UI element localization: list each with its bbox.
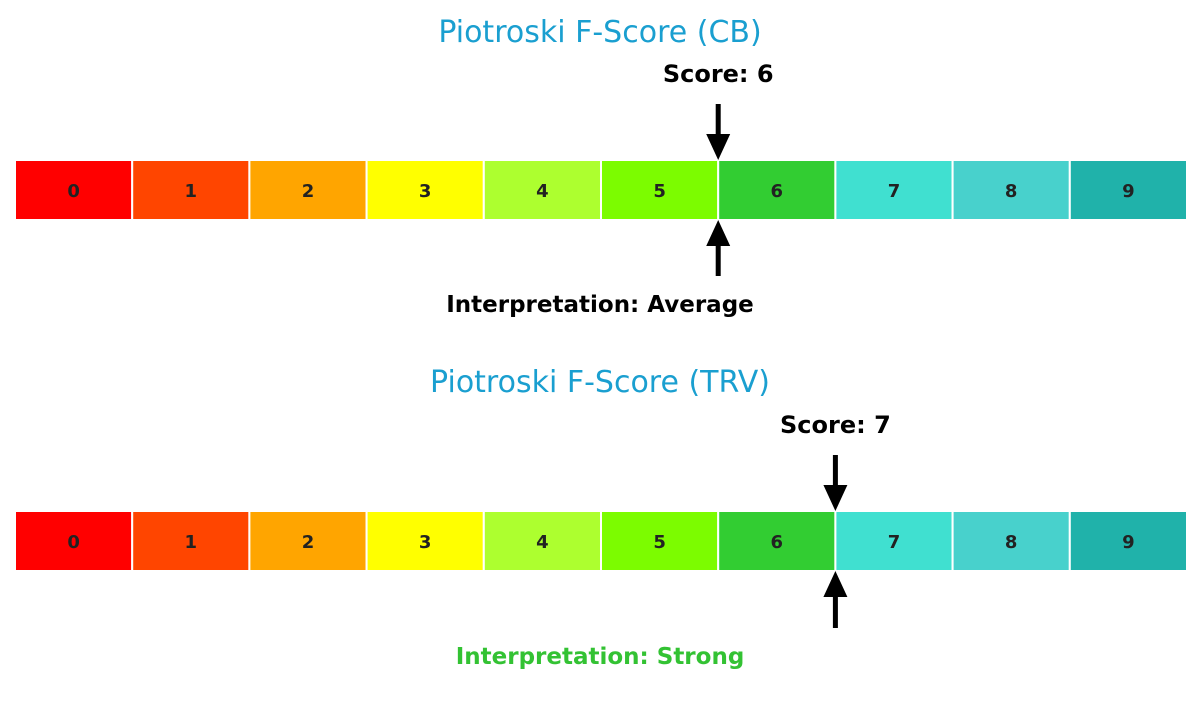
score-arrow-down-icon (823, 455, 848, 511)
score-arrow-up-icon (706, 220, 731, 276)
gauge-title: Piotroski F-Score (TRV) (430, 365, 770, 400)
segment-label: 9 (1122, 181, 1135, 202)
segment-label: 8 (1005, 181, 1018, 202)
segment-label: 2 (302, 532, 315, 553)
segment-label: 5 (653, 532, 666, 553)
gauge-segment-4 (482, 510, 602, 572)
score-label: Score: 7 (780, 411, 891, 439)
gauge-segment-5 (600, 159, 720, 221)
segment-label: 7 (888, 532, 901, 553)
segment-label: 2 (302, 181, 315, 202)
segment-label: 0 (67, 181, 80, 202)
gauge-panel-0: Piotroski F-Score (CB) Score: 6 0 1 2 3 4 5 6 7 8 9… (14, 15, 1189, 318)
segment-label: 3 (419, 532, 432, 553)
segment-label: 0 (67, 532, 80, 553)
gauge-segment-0 (14, 159, 134, 221)
interpretation-label: Interpretation: Average (446, 292, 754, 318)
gauge-segment-0 (14, 510, 134, 572)
gauge-segment-1 (131, 510, 251, 572)
gauge-segment-9 (1068, 159, 1189, 221)
segment-label: 4 (536, 181, 549, 202)
score-label: Score: 6 (663, 60, 774, 88)
gauge-segment-9 (1068, 510, 1189, 572)
gauge-segment-4 (482, 159, 602, 221)
interpretation-label: Interpretation: Strong (456, 644, 745, 670)
gauge-title: Piotroski F-Score (CB) (438, 15, 761, 50)
segment-label: 6 (771, 181, 784, 202)
gauge-segment-8 (951, 159, 1071, 221)
gauge-segment-7 (834, 159, 954, 221)
segment-label: 1 (185, 181, 198, 202)
gauge-segment-2 (248, 159, 368, 221)
gauge-segment-6 (717, 510, 837, 572)
segment-label: 9 (1122, 532, 1135, 553)
segment-label: 3 (419, 181, 432, 202)
segment-label: 5 (653, 181, 666, 202)
segment-label: 7 (888, 181, 901, 202)
segment-label: 6 (771, 532, 784, 553)
gauge-panel-1: Piotroski F-Score (TRV) Score: 7 0 1 2 3 4 5 6 7 8… (14, 365, 1189, 670)
segment-label: 8 (1005, 532, 1018, 553)
segment-label: 4 (536, 532, 549, 553)
gauge-segment-5 (600, 510, 720, 572)
gauge-segment-1 (131, 159, 251, 221)
gauge-segment-6 (717, 159, 837, 221)
gauge-segment-3 (365, 510, 485, 572)
score-arrow-up-icon (823, 571, 848, 628)
segment-label: 1 (185, 532, 198, 553)
score-arrow-down-icon (706, 104, 731, 160)
